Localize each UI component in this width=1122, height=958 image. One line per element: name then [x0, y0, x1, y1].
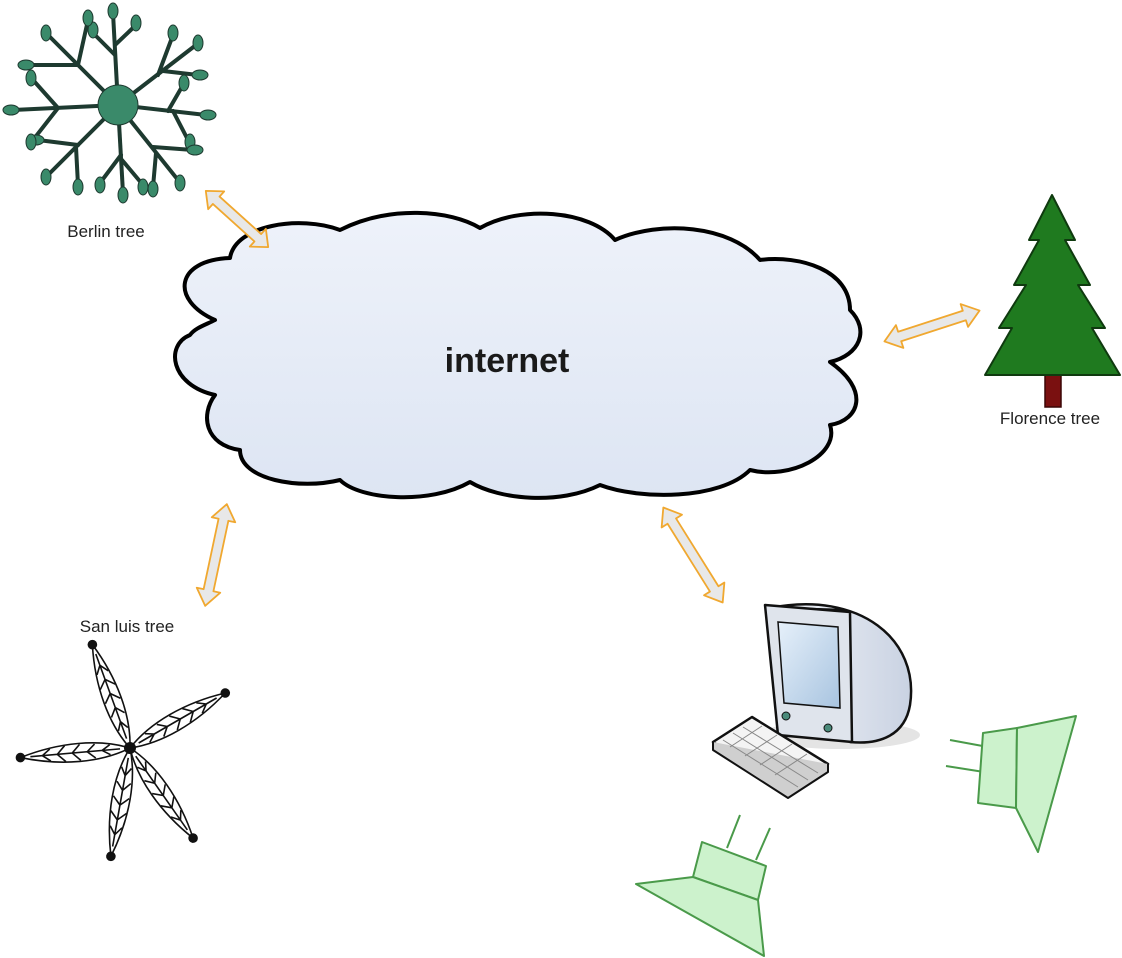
- florence-tree-icon: [984, 194, 1121, 408]
- san-luis-tree-icon: [15, 639, 231, 862]
- internet-label: internet: [445, 342, 570, 380]
- internet-cloud: [173, 210, 863, 500]
- arrow-florence-cloud: [883, 303, 981, 349]
- arrow-berlin-cloud: [204, 189, 270, 249]
- arrow-sanluis-cloud: [195, 503, 237, 607]
- arrow-computer-cloud: [660, 506, 726, 604]
- san-luis-tree-label: San luis tree: [80, 617, 175, 636]
- speaker-icon: [945, 715, 1077, 853]
- florence-tree-label: Florence tree: [1000, 409, 1100, 428]
- berlin-tree-icon: [2, 2, 217, 204]
- speaker-icon: [635, 814, 771, 957]
- computer-icon: [711, 603, 920, 799]
- berlin-tree-label: Berlin tree: [67, 222, 144, 241]
